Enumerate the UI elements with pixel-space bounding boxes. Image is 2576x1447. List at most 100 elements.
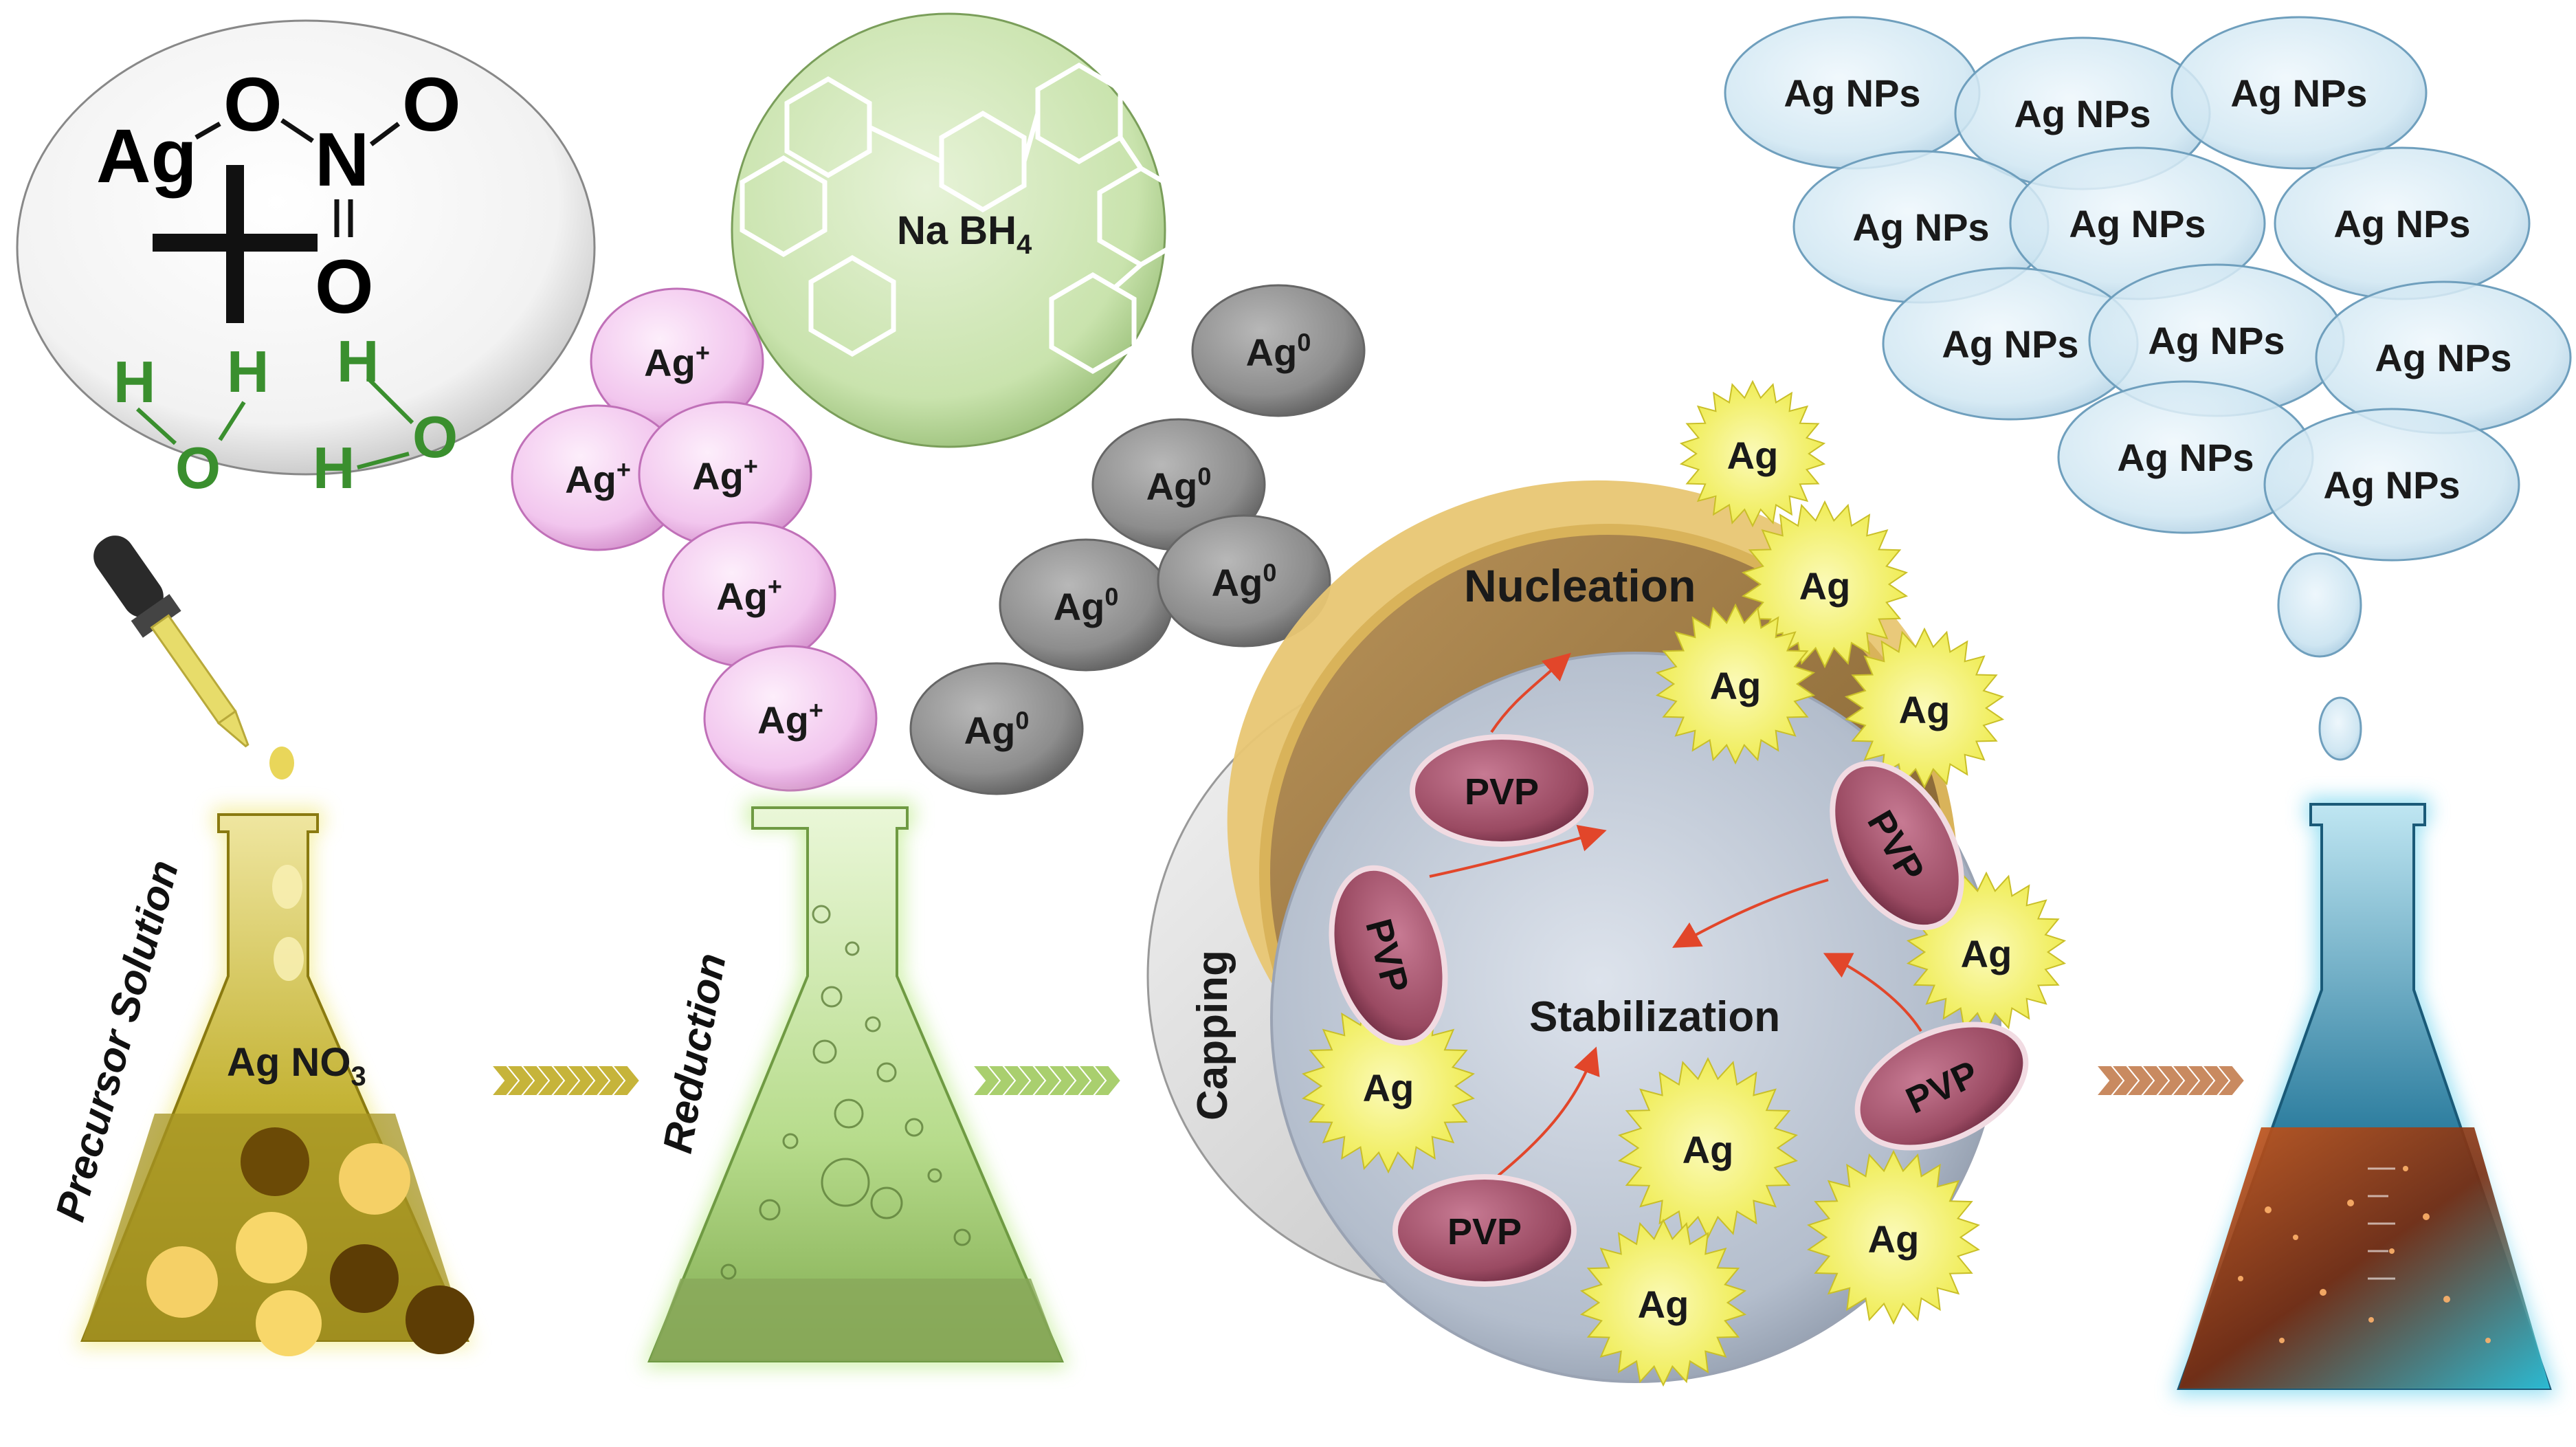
ag-particle-label: Ag <box>1899 688 1951 731</box>
ag-np-label: Ag NPs <box>2117 436 2254 479</box>
ag-ion: Ag+ <box>703 645 878 792</box>
ag-np: Ag NPs <box>2263 408 2520 562</box>
ag-particle-label: Ag <box>1710 664 1762 707</box>
formula-o1: O <box>223 63 282 147</box>
benzene-rings <box>740 62 1185 375</box>
water-o-1: O <box>175 436 221 501</box>
pvp-agent: PVP <box>1410 734 1594 847</box>
chevron-icon <box>1091 1065 1122 1096</box>
ag-particle: Ag <box>1302 998 1475 1174</box>
ag-zero: Ag0 <box>909 662 1084 795</box>
ag-np-label: Ag NPs <box>1942 322 2078 366</box>
ag-np: Ag NPs <box>2274 146 2531 300</box>
ag-ion: Ag+ <box>638 401 812 548</box>
ag-np-label: Ag NPs <box>2333 202 2470 245</box>
ag-ion-label: Ag+ <box>692 452 758 498</box>
drop-icon <box>269 747 294 780</box>
chevron-arrow-3 <box>2094 1065 2246 1096</box>
ag-particle: Ag <box>1741 500 1909 669</box>
ag-particle: Ag <box>1655 603 1816 765</box>
ag-particle-label: Ag <box>1961 932 2012 975</box>
product-flask <box>2172 797 2557 1395</box>
ag-ion: Ag+ <box>662 521 836 668</box>
ag-np: Ag NPs <box>1792 150 2050 304</box>
water-molecules: H H O H H O <box>113 329 458 501</box>
ag-np: Ag NPs <box>2170 16 2428 170</box>
ag-np-label: Ag NPs <box>2375 336 2511 379</box>
ag-np: Ag NPs <box>2315 280 2572 434</box>
ag-particle-label: Ag <box>1727 434 1779 477</box>
chevron-icon <box>2215 1065 2246 1096</box>
chevron-arrow-1 <box>489 1065 641 1096</box>
ag-ion: Ag+ <box>590 287 764 434</box>
reduction-label: Reduction <box>654 950 735 1157</box>
water-h-1: H <box>113 350 155 415</box>
ag-zero: Ag0 <box>999 538 1173 672</box>
ag-zero: Ag0 <box>1157 514 1331 648</box>
ag-np-label: Ag NPs <box>1784 71 1920 115</box>
pvp-label: PVP <box>1447 1211 1522 1252</box>
ag-ion-label: Ag+ <box>757 696 823 742</box>
agno3-structure: Ag O N O O <box>96 63 461 329</box>
silver-nanoparticles-cloud: Ag NPs Ag NPs Ag NPs Ag NPs Ag NPs Ag NPs Ag N… <box>1724 16 2572 562</box>
ag-np-label: Ag NPs <box>2014 92 2151 135</box>
growth-arrows <box>1429 652 1922 1177</box>
ag-np-label: Ag NPs <box>2148 319 2285 362</box>
ag-particle-label: Ag <box>1683 1128 1734 1171</box>
pvp-capping-agents: PVP PVP PVP PVP PVP <box>1329 734 2029 1287</box>
nabh4-bubble: Na BH4 <box>731 12 1185 448</box>
reduction-flask <box>643 801 1069 1368</box>
ag-ion-label: Ag+ <box>716 573 782 618</box>
ag-particle: Ag <box>1679 379 1826 528</box>
pvp-agent: PVP <box>1830 760 1964 931</box>
ag-zero: Ag0 <box>1191 284 1366 417</box>
formula-n: N <box>315 118 369 202</box>
ag-zero-label: Ag0 <box>1212 559 1277 604</box>
pvp-agent: PVP <box>1854 1021 2029 1151</box>
water-h-2: H <box>227 340 269 405</box>
silver-ions: Ag+ Ag+ Ag+ Ag+ Ag+ <box>511 287 878 792</box>
formula-o2: O <box>402 63 461 147</box>
ag-np: Ag NPs <box>2088 263 2345 417</box>
ag-zero-label: Ag0 <box>1246 329 1311 374</box>
agno3-label: Ag NO3 <box>227 1040 366 1092</box>
ag-ion-label: Ag+ <box>565 456 631 501</box>
ag-zero-label: Ag0 <box>1146 463 1212 508</box>
ag-particle-label: Ag <box>1638 1283 1689 1326</box>
pvp-agent: PVP <box>1392 1174 1577 1287</box>
ag-np: Ag NPs <box>2057 380 2314 534</box>
ag-particle-label: Ag <box>1799 564 1851 608</box>
ag-ion: Ag+ <box>511 404 685 551</box>
ag-particle: Ag <box>1579 1218 1747 1387</box>
ag-zero-label: Ag0 <box>1054 583 1119 628</box>
ag-np-label: Ag NPs <box>2323 463 2460 507</box>
pvp-agent: PVP <box>1329 865 1448 1046</box>
water-h-4: H <box>313 436 355 501</box>
formula-o3: O <box>315 245 374 329</box>
dropper-icon <box>93 535 294 780</box>
nucleation-label: Nucleation <box>1464 560 1696 611</box>
ag-zero-label: Ag0 <box>964 707 1030 752</box>
precursor-molecule-bubble: Ag O N O O H H O H H O <box>16 19 596 501</box>
ag-np: Ag NPs <box>1724 16 1981 170</box>
ag-particle: Ag <box>1807 1149 1980 1325</box>
ag-np-label: Ag NPs <box>1852 206 1989 249</box>
capping-label: Capping <box>1189 950 1236 1120</box>
nabh4-label: Na BH4 <box>897 208 1032 260</box>
chevron-arrow-2 <box>970 1065 1122 1096</box>
ag-np-label: Ag NPs <box>2230 71 2367 115</box>
stabilization-label: Stabilization <box>1529 993 1780 1041</box>
water-o-2: O <box>412 405 458 470</box>
ag-particle-label: Ag <box>1868 1217 1920 1261</box>
precursor-flask: Ag NO3 <box>76 808 474 1356</box>
ag-particle: Ag <box>1844 627 2005 789</box>
plus-icon <box>153 165 318 323</box>
formula-ag: Ag <box>96 114 197 199</box>
ag-particle-label: Ag <box>1363 1066 1414 1109</box>
ag-ion-label: Ag+ <box>644 339 710 384</box>
chevron-icon <box>610 1065 641 1096</box>
